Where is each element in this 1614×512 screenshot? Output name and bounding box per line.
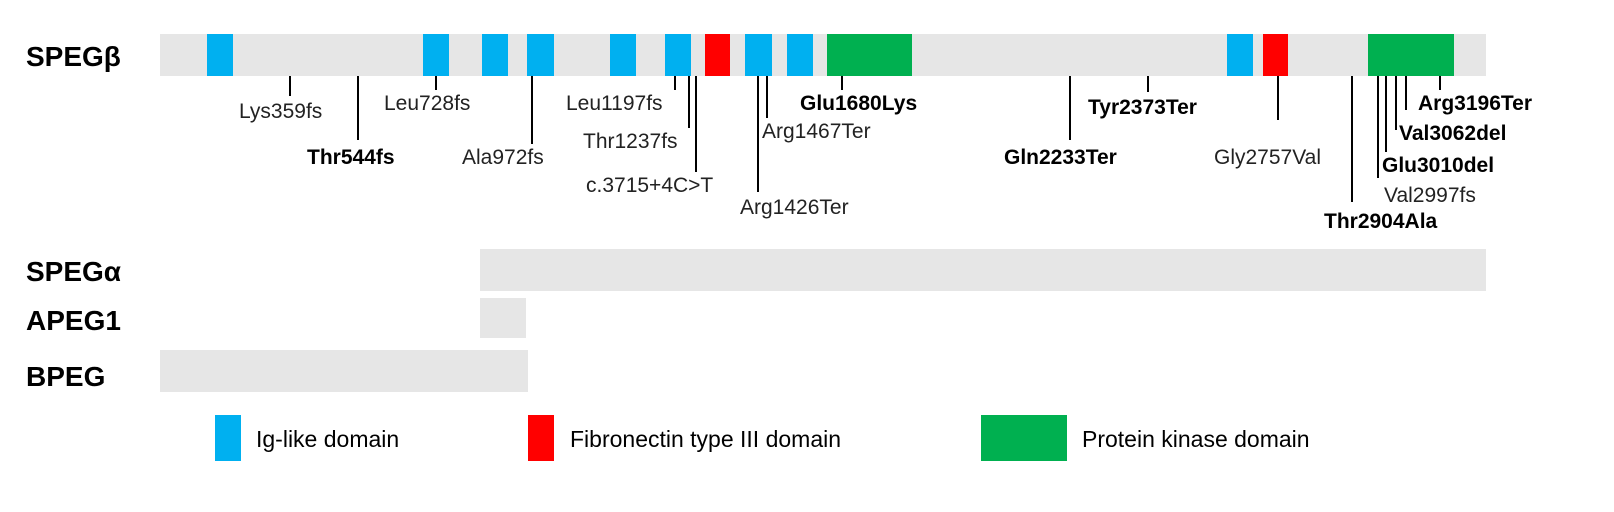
ig-domain [610,34,636,76]
track-label-apeg1: APEG1 [26,305,121,336]
mutation-label: Arg1467Ter [762,120,871,143]
mutation-label: Val3062del [1399,122,1506,145]
ig-domain [423,34,449,76]
mutation-label: Glu1680Lys [800,92,917,115]
track-label-bpeg: BPEG [26,361,105,392]
track-bar-apeg1 [480,298,526,338]
kinase-domain [827,34,912,76]
track-bar-bpeg [160,350,528,392]
fn3-domain [705,34,730,76]
mutation-label: Leu1197fs [566,92,663,115]
ig-domain [787,34,813,76]
mutation-label: Leu728fs [384,92,470,115]
kinase-domain [1368,34,1454,76]
legend-swatch-ig [215,415,241,461]
mutation-label: Tyr2373Ter [1088,96,1197,119]
legend-label-kinase: Protein kinase domain [1082,426,1310,452]
ig-domain [482,34,508,76]
mutation-label: c.3715+4C>T [586,174,713,197]
mutation-label: Thr544fs [307,146,395,169]
mutation-label: Arg1426Ter [740,196,849,219]
fn3-domain [1263,34,1288,76]
mutation-label: Val2997fs [1384,184,1476,207]
ig-domain [527,34,554,76]
ig-domain [207,34,233,76]
mutation-label: Thr1237fs [583,130,678,153]
mutation-label: Lys359fs [239,100,322,123]
legend-label-fn3: Fibronectin type III domain [570,426,841,452]
mutation-label: Glu3010del [1382,154,1494,177]
mutation-label: Ala972fs [462,146,544,169]
mutation-label: Arg3196Ter [1418,92,1532,115]
ig-domain [665,34,691,76]
mutation-ticks [289,76,1441,202]
track-label-spega: SPEGα [26,256,121,287]
mutation-label: Gln2233Ter [1004,146,1117,169]
track-label-spegb: SPEGβ [26,41,121,72]
mutation-label: Gly2757Val [1214,146,1321,169]
legend-swatch-kinase [981,415,1067,461]
legend-label-ig: Ig-like domain [256,426,399,452]
ig-domain [745,34,772,76]
legend-swatch-fn3 [528,415,554,461]
mutation-label: Thr2904Ala [1324,210,1438,233]
track-bar-spega [480,249,1486,291]
ig-domain [1227,34,1253,76]
